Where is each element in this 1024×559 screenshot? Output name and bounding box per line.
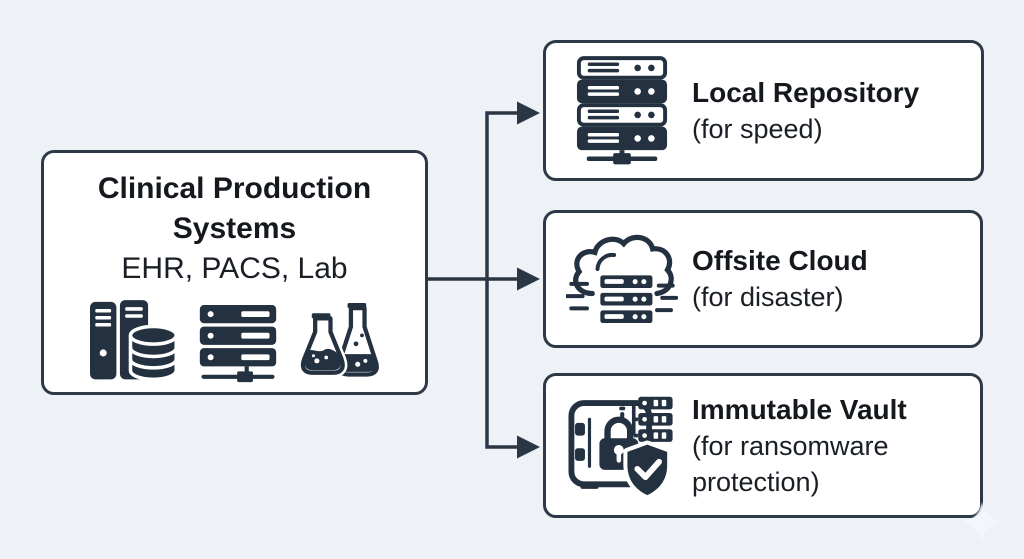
server-rack-network-icon [576,55,668,164]
target-subtitle: (for disaster) [692,282,844,312]
source-box-clinical-production-systems: Clinical Production Systems EHR, PACS, L… [41,150,428,395]
target-title: Immutable Vault [692,393,907,425]
target-box-offsite-cloud: Offsite Cloud (for disaster) [543,210,983,348]
arrowhead-bottom [517,435,540,459]
source-title: Clinical Production Systems [97,172,372,245]
source-icons-row [44,295,425,383]
vault-lock-shield-icon [568,396,673,500]
cloud-server-icon [566,234,678,325]
server-rack-network-icon [199,305,276,383]
target-subtitle: (for ransomware protection) [692,430,889,497]
target-title: Offsite Cloud [692,245,868,276]
target-box-immutable-vault: Immutable Vault (for ransomware protecti… [543,373,983,518]
target-icon-wrap [566,391,678,500]
target-text: Local Repository (for speed) [692,75,919,147]
target-subtitle: (for speed) [692,113,823,144]
source-subtitle: EHR, PACS, Lab [121,252,348,285]
target-text: Offsite Cloud (for disaster) [692,243,868,315]
connector-trunk [485,111,518,449]
arrowhead-top [517,101,540,125]
watermark-sparkle-icon [962,502,1002,542]
target-icon-wrap [566,55,678,166]
target-icon-wrap [566,226,678,333]
arrowhead-middle [517,267,540,291]
target-text: Immutable Vault (for ransomware protecti… [692,392,964,500]
target-title: Local Repository [692,76,920,108]
server-towers-database-icon [89,300,178,382]
target-box-local-repository: Local Repository (for speed) [543,40,984,181]
lab-flasks-icon [297,303,379,378]
